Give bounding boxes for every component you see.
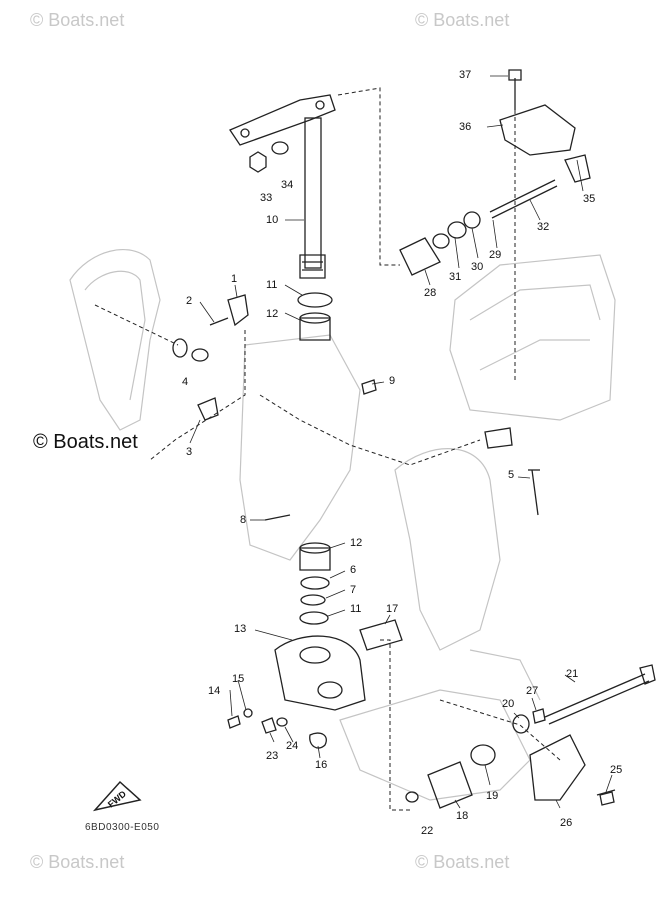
callout-7: 7 <box>350 584 357 596</box>
drawing-code: 6BD0300-E050 <box>85 822 160 833</box>
watermark-bottom-left: © Boats.net <box>30 852 125 872</box>
ghost-housing <box>69 249 616 801</box>
leader-lines <box>189 75 613 809</box>
callout-37: 37 <box>459 69 472 81</box>
callout-9: 9 <box>389 375 396 387</box>
watermark-top-left: © Boats.net <box>30 10 125 30</box>
callout-2: 2 <box>186 295 193 307</box>
watermark-middle: © Boats.net <box>33 431 138 453</box>
callout-6: 6 <box>350 564 357 576</box>
callout-16: 16 <box>315 759 328 771</box>
callout-23: 23 <box>266 750 279 762</box>
callout-11-top: 11 <box>266 279 278 291</box>
callout-28: 28 <box>424 287 437 299</box>
callout-1: 1 <box>231 273 238 285</box>
callout-30: 30 <box>471 261 484 273</box>
callout-26: 26 <box>560 817 573 829</box>
callout-4: 4 <box>182 376 189 388</box>
callout-5: 5 <box>508 469 515 481</box>
callout-19: 19 <box>486 790 499 802</box>
callout-33: 33 <box>260 192 273 204</box>
watermark-top-right: © Boats.net <box>415 10 510 30</box>
callout-27: 27 <box>526 685 539 697</box>
callout-29: 29 <box>489 249 502 261</box>
callout-12-bottom: 12 <box>350 537 363 549</box>
callout-20: 20 <box>502 698 515 710</box>
callout-18: 18 <box>456 810 469 822</box>
callout-31: 31 <box>449 271 462 283</box>
callout-25: 25 <box>610 764 623 776</box>
callout-8: 8 <box>240 514 247 526</box>
callout-12-top: 12 <box>266 308 279 320</box>
callout-21: 21 <box>566 668 579 680</box>
watermark-bottom-right: © Boats.net <box>415 852 510 872</box>
callout-3: 3 <box>186 446 193 458</box>
callout-36: 36 <box>459 121 472 133</box>
callout-34: 34 <box>281 179 294 191</box>
callout-14: 14 <box>208 685 221 697</box>
callout-17: 17 <box>386 603 399 615</box>
part-drawings <box>92 69 656 812</box>
callout-11-bottom: 11 <box>350 603 362 615</box>
callout-15: 15 <box>232 673 245 685</box>
callout-13: 13 <box>234 623 247 635</box>
callout-32: 32 <box>537 221 550 233</box>
callout-22: 22 <box>421 825 434 837</box>
callout-10: 10 <box>266 214 279 226</box>
callout-24: 24 <box>286 740 299 752</box>
guide-lines <box>94 87 561 811</box>
callout-35: 35 <box>583 193 596 205</box>
